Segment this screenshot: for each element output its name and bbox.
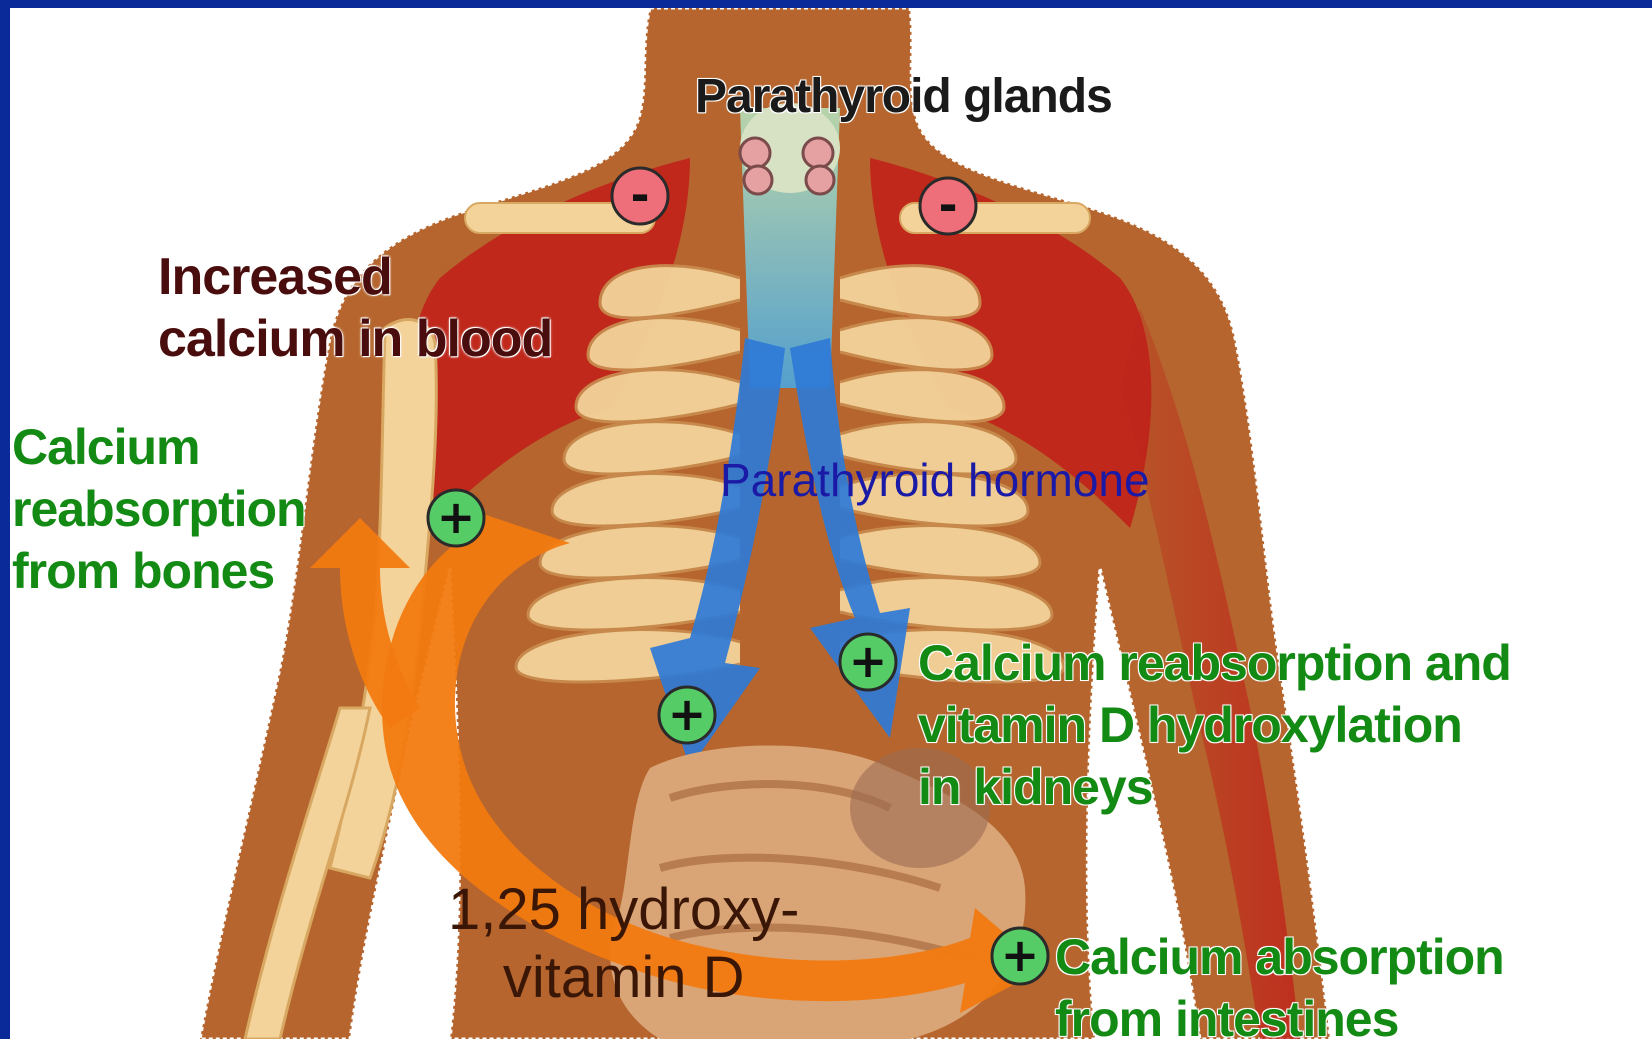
label-calcium-bones: Calcium reabsorption from bones: [12, 416, 306, 602]
label-vitamin-d-line1: 1,25 hydroxy-: [448, 876, 799, 944]
label-calcium-intestines: Calcium absorption from intestines: [1055, 926, 1504, 1039]
label-increased-calcium: Increased calcium in blood: [158, 246, 552, 370]
label-calcium-kidneys-line1: Calcium reabsorption and: [918, 632, 1511, 694]
label-vitamin-d-line2: vitamin D: [448, 944, 799, 1012]
label-increased-calcium-line2: calcium in blood: [158, 308, 552, 370]
label-vitamin-d: 1,25 hydroxy- vitamin D: [448, 876, 799, 1012]
minus-badge-left: -: [612, 168, 668, 224]
plus-icon: +: [849, 634, 888, 688]
diagram-canvas: - - + + + + Parathyroid glands Increased calc…: [10, 8, 1652, 1039]
label-calcium-kidneys-line2: vitamin D hydroxylation: [918, 694, 1511, 756]
minus-icon: -: [938, 178, 957, 232]
plus-icon: +: [1001, 928, 1040, 982]
label-calcium-bones-line2: reabsorption: [12, 478, 306, 540]
plus-badge-bones: +: [428, 490, 484, 546]
label-calcium-intestines-line2: from intestines: [1055, 988, 1504, 1039]
plus-icon: +: [437, 490, 476, 544]
label-calcium-kidneys: Calcium reabsorption and vitamin D hydro…: [918, 632, 1511, 818]
plus-badge-intestines: +: [992, 928, 1048, 984]
plus-badge-kidneys: +: [840, 634, 896, 690]
label-parathyroid-hormone: Parathyroid hormone: [720, 452, 1150, 508]
label-calcium-intestines-line1: Calcium absorption: [1055, 926, 1504, 988]
label-calcium-kidneys-line3: in kidneys: [918, 756, 1511, 818]
minus-icon: -: [630, 168, 649, 222]
label-calcium-bones-line1: Calcium: [12, 416, 306, 478]
plus-icon: +: [668, 687, 707, 741]
label-calcium-bones-line3: from bones: [12, 540, 306, 602]
label-increased-calcium-line1: Increased: [158, 246, 552, 308]
minus-badge-right: -: [920, 178, 976, 234]
label-parathyroid-glands: Parathyroid glands: [695, 68, 1112, 126]
plus-badge-intestine-arrow: +: [659, 687, 715, 743]
